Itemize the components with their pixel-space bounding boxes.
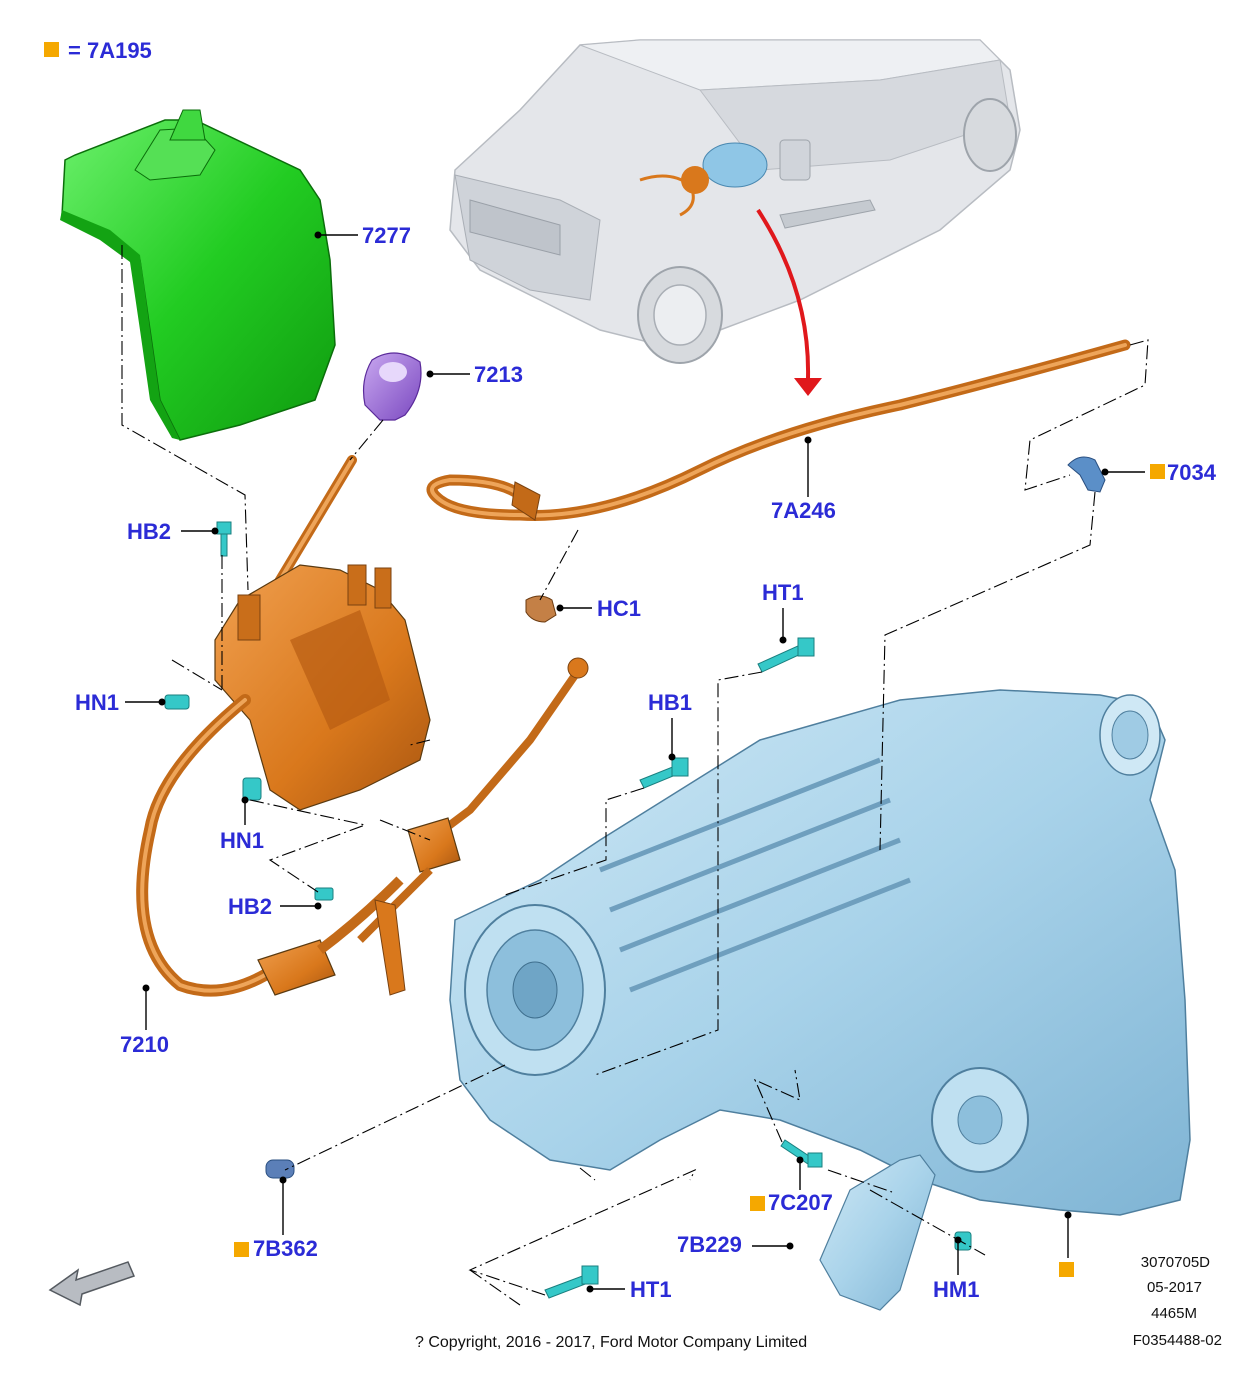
ref-figure-code: F0354488-02	[1133, 1332, 1222, 1349]
label-HM1: HM1	[933, 1277, 979, 1302]
marker-7B362	[234, 1242, 249, 1257]
copyright-text: ? Copyright, 2016 - 2017, Ford Motor Com…	[415, 1334, 807, 1351]
label-7B229: 7B229	[677, 1232, 742, 1257]
fastener-HT1-lower	[544, 1265, 599, 1299]
shifter-assembly-7210	[136, 455, 589, 997]
vent-fitting-7034	[1067, 456, 1106, 493]
fastener-HB1	[639, 757, 689, 789]
bracket-7B229	[819, 1154, 936, 1311]
label-7034: 7034	[1167, 460, 1217, 485]
ref-illustration-number: 3070705D	[1141, 1254, 1210, 1271]
marker-7034	[1150, 464, 1165, 479]
shifter-boot-7277	[60, 109, 336, 441]
transfer-case-7A195	[449, 689, 1191, 1216]
fastener-7C207	[780, 1139, 823, 1168]
plug-7B362	[265, 1159, 295, 1179]
locator-arrowhead	[794, 378, 822, 396]
fastener-HB2-lower	[314, 887, 334, 901]
label-HB2-lower: HB2	[228, 894, 272, 919]
truck-illustration	[449, 39, 1021, 364]
front-direction-arrow-icon	[48, 1261, 136, 1307]
ref-date: 05-2017	[1147, 1279, 1202, 1296]
fastener-HT1-upper	[757, 637, 815, 673]
label-7213: 7213	[474, 362, 523, 387]
vent-hose-7A246	[426, 339, 1131, 521]
fastener-HN1-left	[164, 694, 190, 710]
marker-7C207	[750, 1196, 765, 1211]
label-HN1-middle: HN1	[220, 828, 264, 853]
fastener-HB2-upper	[216, 521, 232, 557]
label-HT1-lower: HT1	[630, 1277, 672, 1302]
label-HC1: HC1	[597, 596, 641, 621]
label-HN1-left: HN1	[75, 690, 119, 715]
ref-model-code: 4465M	[1151, 1305, 1197, 1322]
legend-marker-square	[44, 42, 59, 57]
label-7277: 7277	[362, 223, 411, 248]
locator-arrow	[756, 208, 811, 379]
label-7A246: 7A246	[771, 498, 836, 523]
hose-clip-HC1	[525, 595, 557, 623]
shift-knob-7213	[362, 352, 422, 421]
label-HB2-upper: HB2	[127, 519, 171, 544]
marker-transfer-case	[1059, 1262, 1074, 1277]
label-HT1-upper: HT1	[762, 580, 804, 605]
assembly-lines	[121, 245, 1149, 1306]
leader-lines	[125, 231, 1145, 1293]
label-7210: 7210	[120, 1032, 169, 1057]
label-7B362: 7B362	[253, 1236, 318, 1261]
legend-text: = 7A195	[68, 38, 152, 63]
label-7C207: 7C207	[768, 1190, 833, 1215]
label-HB1: HB1	[648, 690, 692, 715]
